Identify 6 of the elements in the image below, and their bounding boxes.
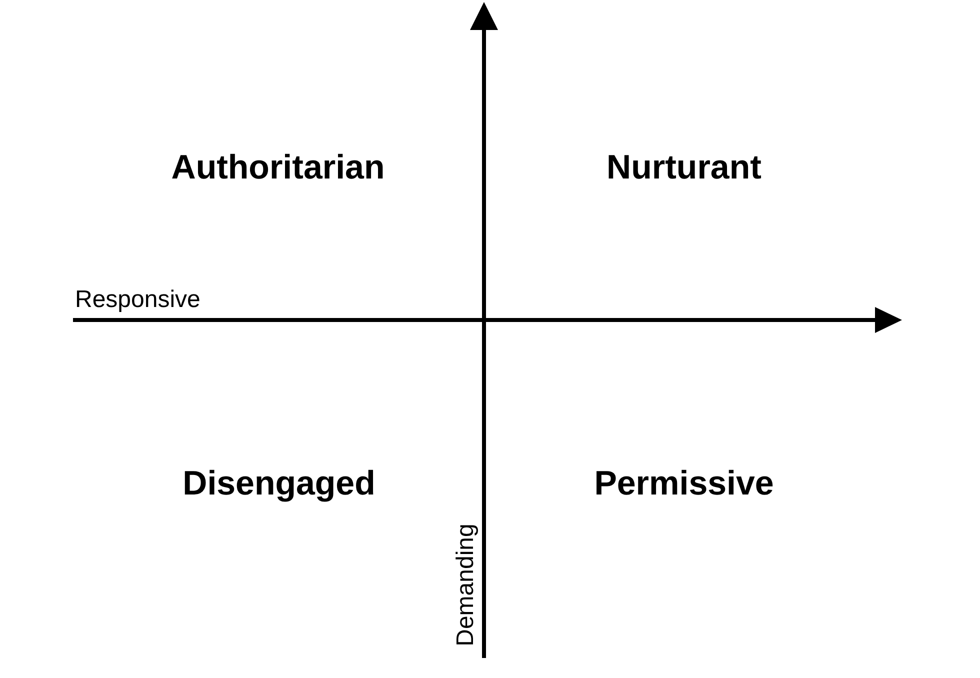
quadrant-label: Permissive bbox=[594, 465, 774, 503]
quadrant-label: Authoritarian bbox=[171, 149, 385, 187]
quadrant-label: Nurturant bbox=[606, 149, 762, 187]
quadrant-label: Disengaged bbox=[182, 465, 376, 503]
axis-label: Responsive bbox=[75, 286, 200, 314]
axis-label: Demanding bbox=[452, 524, 480, 646]
